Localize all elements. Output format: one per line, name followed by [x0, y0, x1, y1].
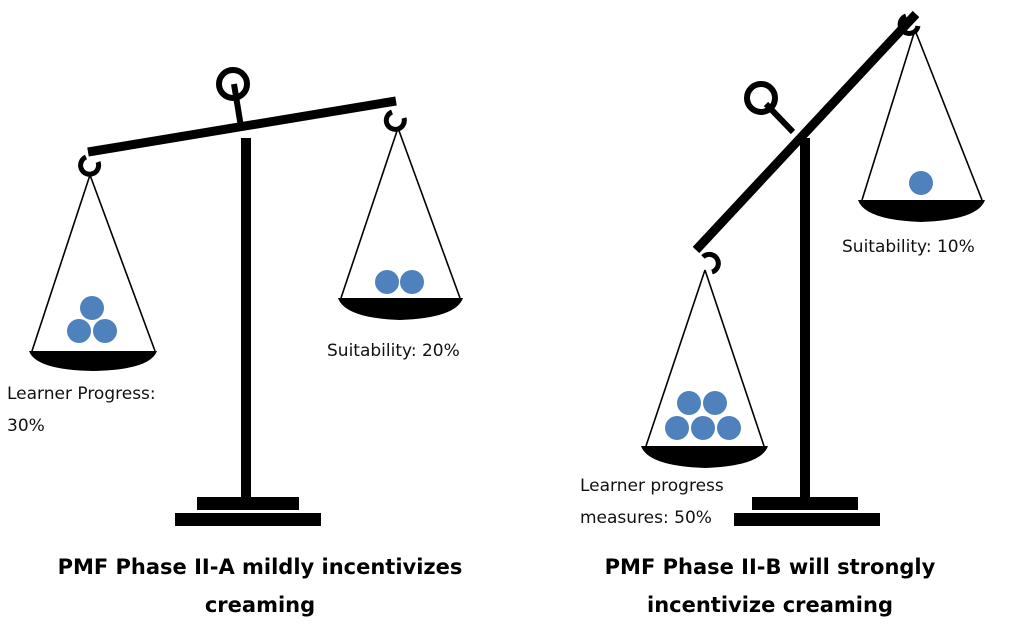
weight-ball: [93, 319, 117, 343]
right-pan-string-right: [397, 127, 461, 299]
left-scale-left-pan-label-line1: Learner Progress:: [7, 384, 156, 404]
right-scale-left-pan-string-left: [645, 269, 706, 447]
left-scale-right-pan-balls: [375, 270, 424, 294]
right-scale-left-pan-label-line1: Learner progress: [580, 476, 724, 496]
right-scale-right-pan-label: Suitability: 10%: [842, 237, 975, 257]
weight-ball: [909, 171, 933, 195]
right-scale-left-pan-string-right: [704, 269, 765, 447]
right-scale-left-pan-balls: [665, 391, 741, 440]
left-pan-string-right: [89, 174, 156, 352]
left-scale: [29, 67, 463, 526]
right-scale-left-pan-label-line2: measures: 50%: [580, 508, 712, 528]
right-pan-string-left: [340, 127, 399, 299]
right-scale-left-pan: [641, 446, 768, 468]
right-scale-post: [800, 138, 810, 500]
right-scale-pivot-ring: [744, 81, 778, 115]
right-scale-pivot-pointer: [763, 101, 796, 135]
left-scale-right-hook: [383, 109, 407, 132]
right-scale-beam: [692, 10, 920, 254]
right-scale-left-hook: [701, 251, 721, 275]
right-scale: [641, 10, 985, 526]
weight-ball: [400, 270, 424, 294]
left-scale-caption-line2: creaming: [204, 593, 316, 617]
right-scale-right-pan-string-right: [914, 29, 983, 201]
weight-ball: [717, 416, 741, 440]
left-pan-string-left: [31, 174, 91, 352]
weight-ball: [703, 391, 727, 415]
left-scale-pivot-ring: [216, 67, 250, 101]
left-scale-right-pan-label: Suitability: 20%: [327, 341, 460, 361]
weight-ball: [375, 270, 399, 294]
weight-ball: [677, 391, 701, 415]
right-scale-caption-line1: PMF Phase II-B will strongly: [604, 555, 936, 579]
right-scale-right-pan: [858, 200, 985, 222]
right-scale-caption-line2: incentivize creaming: [647, 593, 893, 617]
right-scale-base-upper: [752, 497, 858, 510]
right-scale-base-lower: [734, 513, 880, 526]
left-scale-caption-line1: PMF Phase II-A mildly incentivizes: [57, 555, 463, 579]
left-scale-base-upper: [197, 497, 299, 510]
right-scale-right-pan-balls: [909, 171, 933, 195]
left-pan: [29, 351, 157, 371]
right-scale-right-hook: [897, 13, 921, 36]
right-scale-right-pan-string-left: [861, 29, 916, 201]
left-scale-left-hook: [78, 154, 102, 177]
weight-ball: [665, 416, 689, 440]
left-scale-beam: [87, 96, 397, 157]
weight-ball: [691, 416, 715, 440]
right-pan: [338, 298, 463, 320]
left-scale-left-pan-balls: [67, 296, 117, 343]
left-scale-base-lower: [175, 513, 321, 526]
left-scale-pivot-pointer: [231, 83, 244, 128]
left-scale-left-pan-label-line2: 30%: [7, 416, 45, 436]
weight-ball: [67, 319, 91, 343]
weight-ball: [80, 296, 104, 320]
left-scale-post: [241, 138, 251, 500]
